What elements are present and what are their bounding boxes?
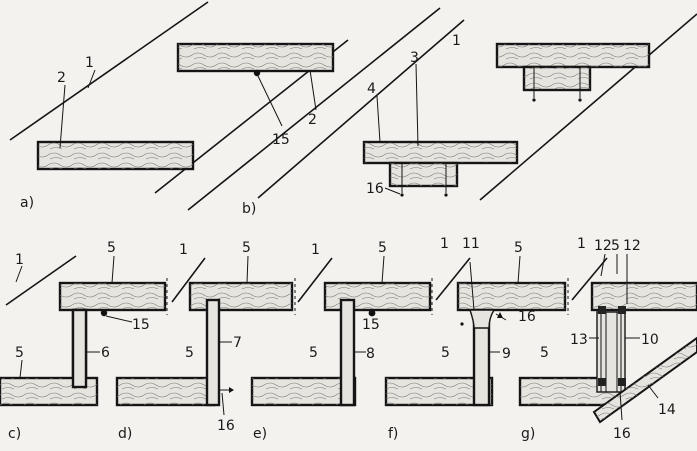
- panel-label-e: e): [253, 426, 267, 442]
- callout-2: 2: [57, 70, 66, 86]
- panel-e: 1 5 15 5 8 e): [250, 240, 432, 442]
- panel-label-f: f): [388, 426, 398, 442]
- panel-a: 2 1 a): [9, 1, 349, 211]
- callout-5: 5: [15, 345, 24, 361]
- callout-5: 5: [611, 238, 620, 254]
- panel-g: 1 12 5 12 13 10 5 14 16 g): [518, 236, 697, 442]
- callout-12: 12: [594, 238, 612, 254]
- callout-16: 16: [366, 181, 384, 197]
- callout-6: 6: [101, 345, 110, 361]
- stringer-line: [5, 255, 77, 306]
- stringer-line: [171, 257, 206, 303]
- callout-5: 5: [378, 240, 387, 256]
- panel-label-g: g): [521, 426, 535, 442]
- panel-label-b: b): [242, 201, 256, 217]
- callout-2: 2: [308, 112, 317, 128]
- callout-15: 15: [362, 317, 380, 333]
- panel-b-right: 4 3 1 16: [257, 13, 697, 201]
- nosing-bead: [253, 69, 261, 77]
- leader-1: [87, 69, 96, 89]
- panel-c: 1 5 15 5 6 c): [0, 240, 167, 442]
- callout-7: 7: [233, 335, 242, 351]
- callout-3: 3: [410, 50, 419, 66]
- panel-label-d: d): [118, 426, 132, 442]
- callout-4: 4: [367, 81, 376, 97]
- strip: [598, 306, 606, 314]
- panel-b-left: 15 2 b): [176, 7, 441, 217]
- panel-d: 1 5 5 7 16 d): [115, 240, 294, 442]
- stringer-line: [479, 13, 697, 201]
- leader-2: [59, 84, 66, 149]
- callout-15: 15: [132, 317, 150, 333]
- riser-board: [339, 298, 356, 407]
- callout-1: 1: [179, 242, 188, 258]
- callout-5: 5: [540, 345, 549, 361]
- callout-11: 11: [462, 236, 480, 252]
- callout-5: 5: [514, 240, 523, 256]
- leader-16: [384, 187, 401, 195]
- callout-16: 16: [518, 309, 536, 325]
- stringer-line: [297, 257, 333, 303]
- callout-5: 5: [441, 345, 450, 361]
- callout-16: 16: [217, 418, 235, 434]
- riser-board: [205, 298, 221, 407]
- callout-5: 5: [242, 240, 251, 256]
- callout-8: 8: [366, 346, 375, 362]
- callout-1: 1: [452, 33, 461, 49]
- cove-molding: [469, 309, 496, 329]
- callout-5: 5: [107, 240, 116, 256]
- nosing-bead: [368, 309, 376, 317]
- callout-14: 14: [658, 402, 676, 418]
- leader-4: [376, 95, 381, 143]
- callout-12: 12: [623, 238, 641, 254]
- callout-5: 5: [309, 345, 318, 361]
- callout-1: 1: [15, 252, 24, 268]
- panel-label-c: c): [8, 426, 21, 442]
- callout-1: 1: [577, 236, 586, 252]
- stringer-line: [435, 257, 471, 301]
- callout-1: 1: [311, 242, 320, 258]
- callout-16: 16: [613, 426, 631, 442]
- strip: [618, 306, 626, 314]
- stringer-line: [571, 257, 608, 301]
- nosing-bead: [100, 309, 108, 317]
- stringer-line: [187, 7, 441, 211]
- leader-2: [309, 69, 317, 111]
- callout-10: 10: [641, 332, 659, 348]
- stringer-line: [257, 19, 465, 199]
- break-marks: [166, 278, 569, 315]
- leader-3: [415, 63, 419, 147]
- callout-9: 9: [502, 346, 511, 362]
- callout-5: 5: [185, 345, 194, 361]
- callout-1: 1: [440, 236, 449, 252]
- stringer-line: [9, 1, 209, 141]
- callout-1: 1: [85, 55, 94, 71]
- panel-f: 1 11 5 16 5 9 f): [384, 236, 567, 442]
- callout-15: 15: [272, 132, 290, 148]
- callout-13: 13: [570, 332, 588, 348]
- leader-15: [257, 75, 283, 127]
- panel-label-a: a): [20, 195, 34, 211]
